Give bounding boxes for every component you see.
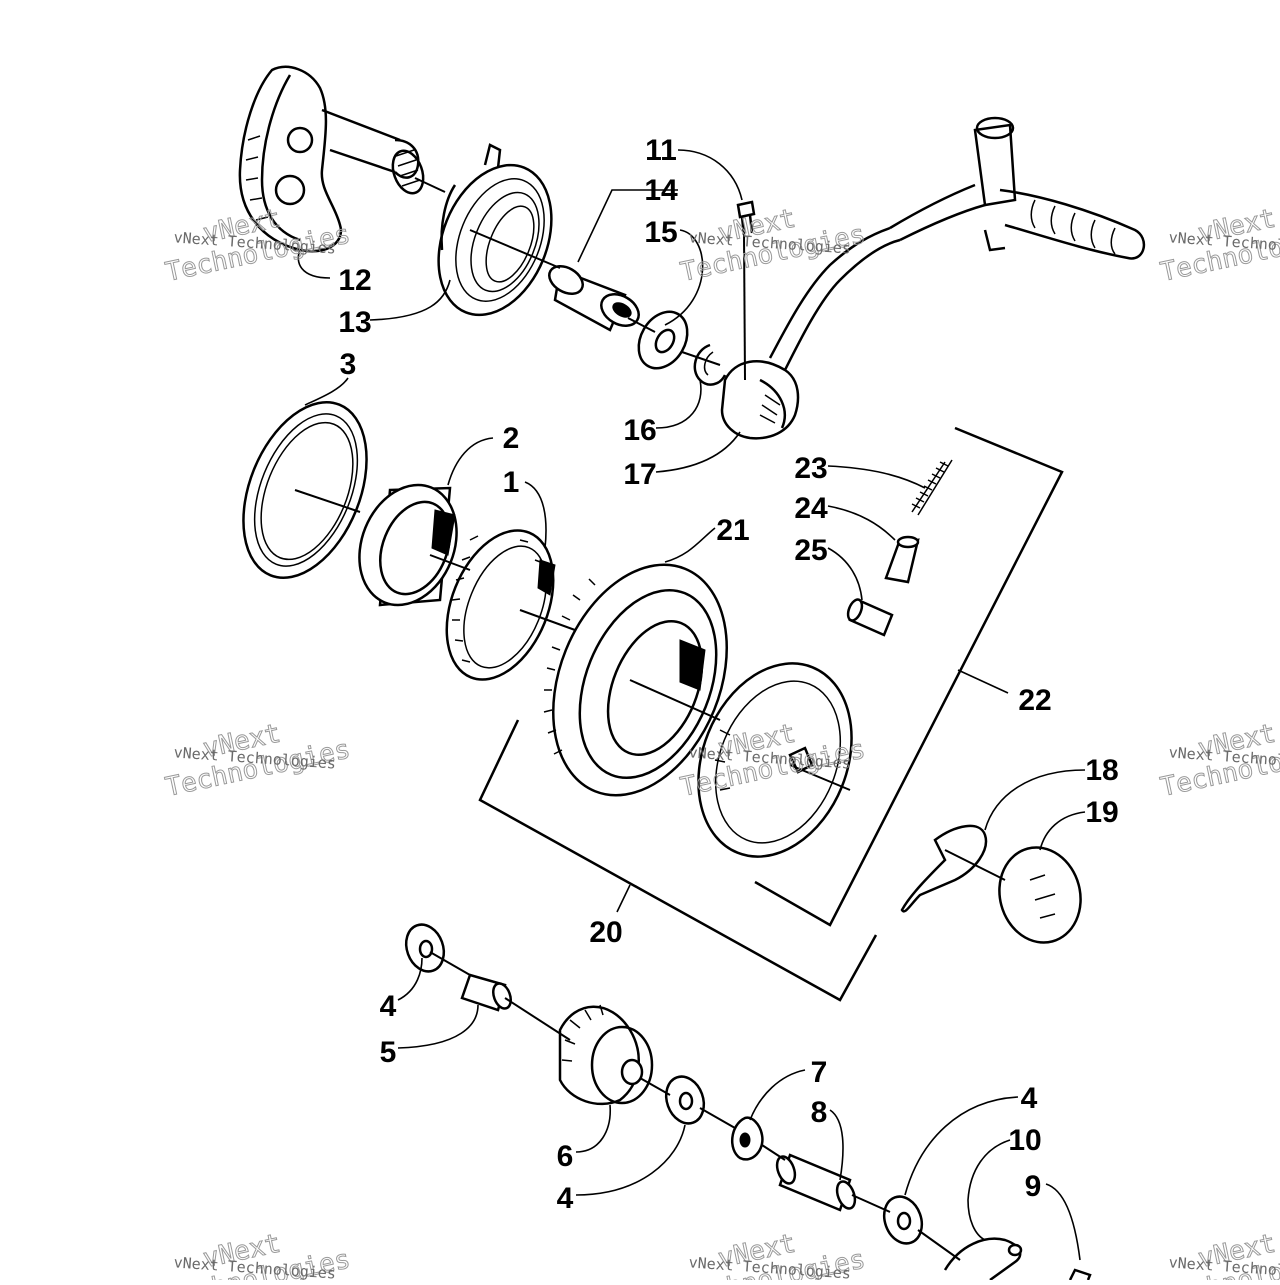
part-4-washer-low [882, 1195, 924, 1245]
callout-4-low: 4 [1021, 1082, 1038, 1115]
part-17-kick-lever [720, 116, 1146, 440]
part-18-stopper [900, 824, 988, 913]
callout-8: 8 [811, 1096, 828, 1129]
callout-11: 11 [645, 134, 677, 167]
callout-19: 19 [1085, 796, 1118, 829]
part-7-circlip [731, 1116, 764, 1161]
callout-10: 10 [1008, 1124, 1041, 1157]
callout-16: 16 [623, 414, 656, 447]
callout-21: 21 [716, 514, 749, 547]
callout-4-top: 4 [380, 990, 397, 1023]
part-6-gear [558, 1004, 654, 1106]
part-9-bolt [1068, 1268, 1092, 1281]
part-8-shaft [775, 1153, 857, 1212]
callout-5: 5 [380, 1036, 397, 1069]
axis-lines [294, 177, 1006, 1261]
callout-20: 20 [589, 916, 622, 949]
part-15-washer [637, 310, 689, 370]
callout-25: 25 [794, 534, 827, 567]
part-14-collar [548, 265, 640, 332]
part-24-pin [884, 535, 920, 584]
callout-17: 17 [623, 458, 656, 491]
callout-2: 2 [503, 422, 520, 455]
leader-lines [297, 149, 1086, 1261]
part-16-circlip [693, 343, 727, 386]
callout-9: 9 [1025, 1170, 1042, 1203]
callout-12: 12 [338, 264, 371, 297]
callout-15: 15 [644, 216, 677, 249]
callout-6: 6 [557, 1140, 574, 1173]
part-1-needle-bearing [445, 529, 556, 681]
part-13-spring [437, 143, 553, 317]
part-4-washer-mid [664, 1075, 706, 1125]
part-19-cap [998, 846, 1082, 944]
callout-3: 3 [340, 348, 357, 381]
callout-24: 24 [794, 492, 828, 525]
callout-4-mid: 4 [557, 1182, 574, 1215]
callout-14: 14 [644, 174, 678, 207]
callout-22: 22 [1018, 684, 1051, 717]
part-25-plunger [846, 598, 894, 637]
part-11-bolt [736, 200, 756, 236]
callouts: 1 2 3 4 4 4 5 6 7 8 9 10 11 12 13 14 15 … [338, 134, 1118, 1215]
callout-18: 18 [1085, 754, 1118, 787]
part-21-ratchet-gear [543, 563, 728, 797]
callout-7: 7 [811, 1056, 828, 1089]
part-2-race [358, 483, 458, 607]
part-10-arm [943, 1237, 1023, 1282]
callout-23: 23 [794, 452, 827, 485]
part-4-washer-top [404, 923, 446, 973]
callout-1: 1 [503, 466, 520, 499]
group-bracket-20 [478, 719, 878, 1002]
part-12-kick-shaft [238, 65, 425, 253]
group-bracket-22 [754, 426, 1064, 927]
part-23-spring [911, 459, 953, 516]
callout-13: 13 [338, 306, 371, 339]
part-5-bushing [460, 973, 512, 1012]
